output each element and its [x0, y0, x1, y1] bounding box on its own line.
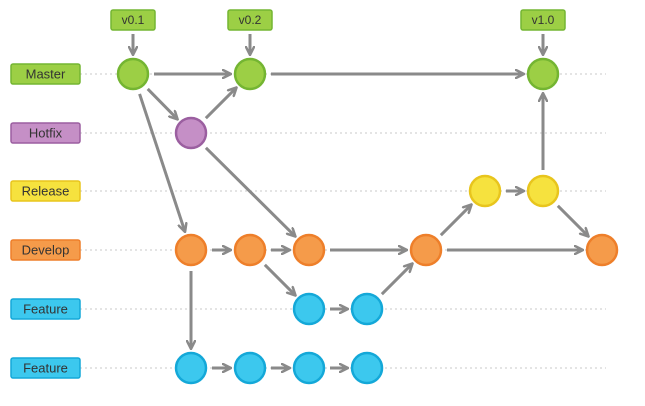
commit-node-feature-2 — [174, 351, 208, 385]
branch-label-box — [10, 239, 81, 261]
version-tags: v0.1 v0.2 v1.0 — [110, 9, 566, 31]
branch-label-release: Release — [10, 180, 81, 202]
branch-label-text: Feature — [23, 360, 68, 375]
commit-node-feature-1 — [350, 292, 384, 326]
branch-label-text: Release — [22, 183, 70, 198]
commit-nodes — [116, 57, 619, 385]
branch-label-text: Feature — [23, 301, 68, 316]
branch-label-feature-1: Feature — [10, 298, 81, 320]
commit-node-develop — [233, 233, 267, 267]
version-tag-3: v1.0 — [520, 9, 566, 31]
arrow-d2-to-f1 — [263, 263, 295, 295]
commit-node-develop — [174, 233, 208, 267]
branch-label-hotfix: Hotfix — [10, 122, 81, 144]
arrow-d4-to-r1 — [439, 205, 471, 237]
commit-node-master — [116, 57, 150, 91]
commit-node-hotfix — [174, 116, 208, 150]
arrow-h1-to-m2 — [204, 88, 236, 120]
commit-node-develop — [292, 233, 326, 267]
commit-node-feature-2 — [292, 351, 326, 385]
branch-label-box — [10, 357, 81, 379]
arrow-r2-to-d5 — [556, 204, 588, 236]
branch-label-text: Master — [26, 66, 66, 81]
version-tag-text: v1.0 — [532, 13, 555, 27]
commit-node-feature-1 — [292, 292, 326, 326]
branch-label-box — [10, 122, 81, 144]
commit-node-feature-2 — [233, 351, 267, 385]
version-tag-box — [520, 9, 566, 31]
branch-label-text: Develop — [22, 242, 70, 257]
arrow-h1-to-d3 — [204, 146, 295, 236]
branch-label-box — [10, 63, 81, 85]
commit-node-master — [526, 57, 560, 91]
version-tag-1: v0.1 — [110, 9, 156, 31]
commit-node-master — [233, 57, 267, 91]
arrow-m1-to-d1 — [138, 93, 185, 231]
arrow-f2-to-d4 — [380, 264, 412, 296]
branch-label-develop: Develop — [10, 239, 81, 261]
version-tag-2: v0.2 — [227, 9, 273, 31]
commit-node-develop — [409, 233, 443, 267]
branch-lanes — [80, 73, 606, 369]
branch-label-box — [10, 298, 81, 320]
commit-node-release — [468, 174, 502, 208]
arrow-m1-to-h1 — [146, 87, 177, 119]
commit-node-develop — [585, 233, 619, 267]
commit-arrows — [133, 34, 588, 368]
version-tag-text: v0.1 — [122, 13, 145, 27]
branch-label-feature-2: Feature — [10, 357, 81, 379]
branch-label-master: Master — [10, 63, 81, 85]
version-tag-text: v0.2 — [239, 13, 262, 27]
branch-label-text: Hotfix — [29, 125, 63, 140]
version-tag-box — [110, 9, 156, 31]
version-tag-box — [227, 9, 273, 31]
branch-label-box — [10, 180, 81, 202]
commit-node-feature-2 — [350, 351, 384, 385]
commit-node-release — [526, 174, 560, 208]
